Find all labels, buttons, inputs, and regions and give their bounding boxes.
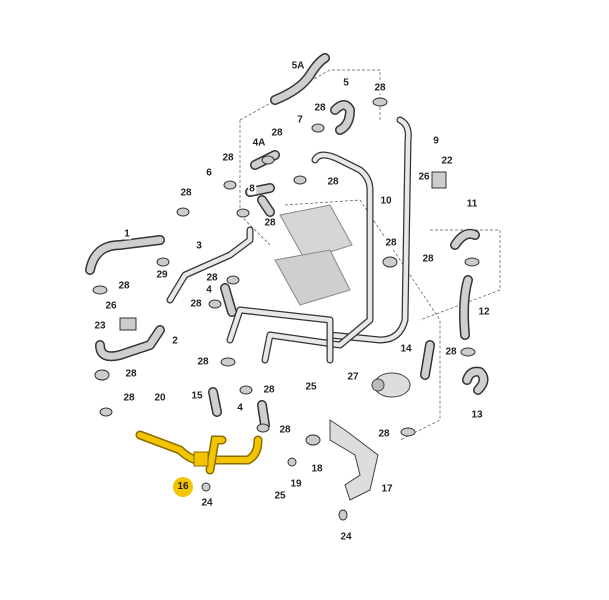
callout-7: 7 [296, 114, 304, 126]
callout-11: 11 [465, 198, 479, 210]
callout-10: 10 [379, 195, 393, 207]
callout-26: 26 [104, 300, 118, 312]
callout-27: 27 [346, 371, 360, 383]
callout-19: 19 [289, 478, 303, 490]
callout-9: 9 [432, 135, 440, 147]
callout-28: 28 [189, 298, 203, 310]
callout-28: 28 [270, 127, 284, 139]
callout-4: 4 [236, 402, 244, 414]
group-outline-center [284, 199, 441, 441]
callout-25: 25 [304, 381, 318, 393]
callout-5: 5 [342, 77, 350, 89]
callout-28: 28 [221, 152, 235, 164]
callout-28: 28 [377, 428, 391, 440]
callout-28: 28 [444, 346, 458, 358]
callout-18: 18 [310, 463, 324, 475]
callout-14: 14 [399, 343, 413, 355]
callout-28: 28 [117, 280, 131, 292]
control-module [274, 204, 353, 306]
callout-22: 22 [440, 155, 454, 167]
callout-2: 2 [171, 335, 179, 347]
callout-28: 28 [278, 424, 292, 436]
callout-15: 15 [190, 390, 204, 402]
pipes [166, 116, 412, 364]
callout-28: 28 [373, 82, 387, 94]
callout-28: 28 [326, 176, 340, 188]
bracket-17 [329, 419, 379, 501]
callout-20: 20 [153, 392, 167, 404]
callout-13: 13 [470, 409, 484, 421]
callout-3: 3 [195, 240, 203, 252]
callout-28: 28 [262, 384, 276, 396]
callout-4: 4 [205, 284, 213, 296]
callout-28: 28 [124, 368, 138, 380]
callout-28: 28 [179, 187, 193, 199]
callout-8: 8 [248, 183, 256, 195]
hoses [85, 53, 489, 430]
callout-24: 24 [339, 531, 353, 543]
callout-29: 29 [155, 269, 169, 281]
callout-4A: 4A [251, 137, 267, 149]
callout-1: 1 [123, 228, 131, 240]
clamps [92, 97, 480, 521]
callout-23: 23 [93, 320, 107, 332]
callout-28: 28 [384, 237, 398, 249]
callout-28: 28 [122, 392, 136, 404]
callout-12: 12 [477, 306, 491, 318]
callout-28: 28 [263, 217, 277, 229]
callout-28: 28 [421, 253, 435, 265]
part-16-highlighted [135, 430, 263, 475]
water-pump [371, 372, 411, 398]
callout-17: 17 [380, 483, 394, 495]
callout-28: 28 [196, 356, 210, 368]
callout-25: 25 [273, 490, 287, 502]
callout-16-highlighted: 16 [173, 477, 193, 497]
callout-5A: 5A [290, 60, 306, 72]
callout-24: 24 [200, 497, 214, 509]
callout-28: 28 [313, 102, 327, 114]
callout-6: 6 [205, 167, 213, 179]
callout-26: 26 [417, 171, 431, 183]
callout-28: 28 [205, 272, 219, 284]
